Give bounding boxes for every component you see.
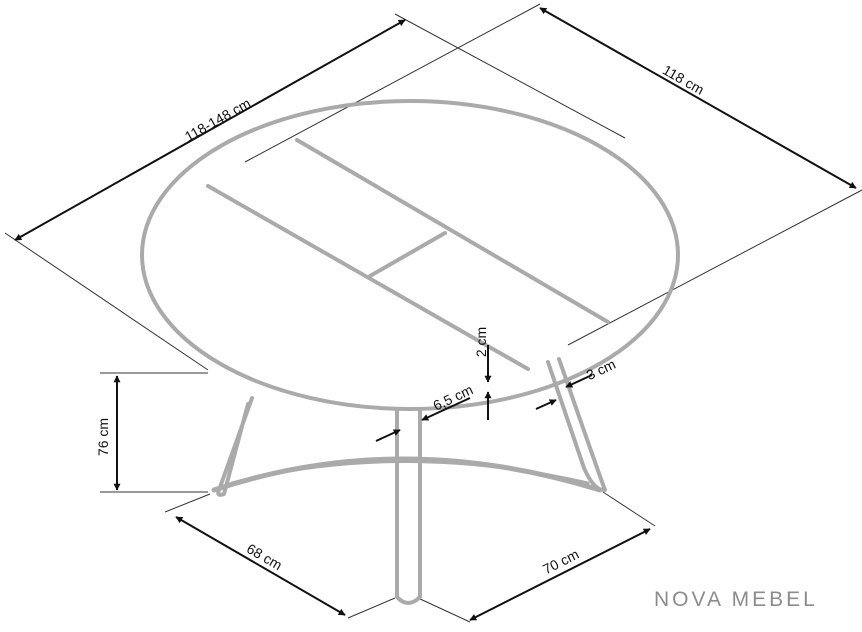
base-ring-inner (230, 460, 590, 485)
leg-front (395, 409, 422, 605)
label-base-width: 70 cm (540, 546, 581, 578)
extension-leaf-line-upper (295, 138, 610, 324)
table-structure (140, 99, 680, 605)
dim-arrow-base-width (469, 528, 651, 621)
dimension-arrows (14, 7, 857, 621)
label-height: 76 cm (95, 418, 111, 456)
extension-leaf-center-joint (368, 231, 447, 278)
dim-arrow-apron-right (421, 397, 471, 421)
dim-arrow-leg-right (565, 374, 593, 388)
dim-arrow-apron-left (375, 429, 401, 442)
dim-arrow-base-depth (175, 516, 346, 616)
dim-arrow-length (14, 19, 406, 241)
leg-right (546, 357, 607, 492)
label-top-thickness: 2 cm (473, 327, 489, 357)
dim-arrow-width (539, 7, 857, 189)
brand-logo-text: NOVA MEBEL (654, 588, 818, 611)
dim-arrow-leg-left (535, 399, 557, 410)
label-leg-width: 3 cm (584, 356, 618, 383)
label-length: 118-148 cm (182, 95, 253, 145)
table-top (140, 99, 680, 411)
